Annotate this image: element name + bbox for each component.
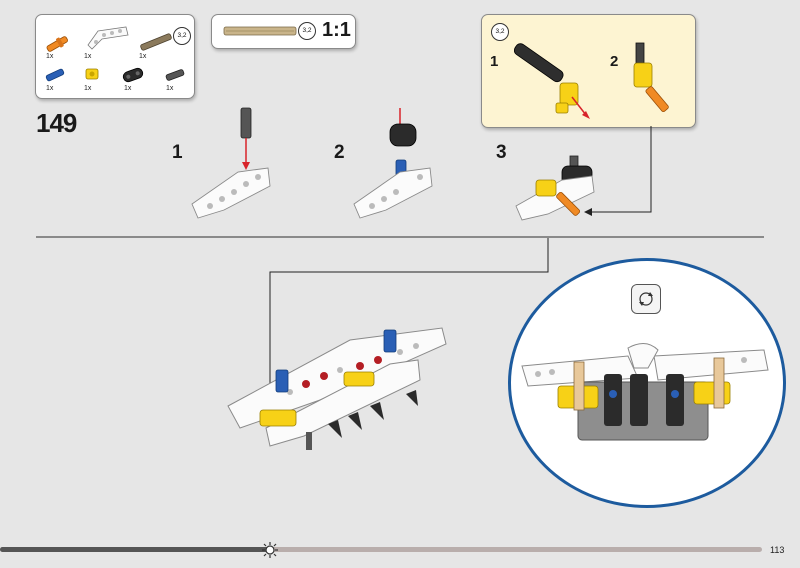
step-number: 149 [36, 108, 77, 138]
black-beam-icon [122, 67, 144, 83]
substep-number: 3 [496, 142, 507, 163]
progress-fill [0, 547, 270, 552]
parts-list-box: 3,2 1x 1x 1x 1x 1x 1x 1x [35, 14, 195, 99]
qty-label: 1x [166, 85, 174, 92]
callout-assembly-1 [513, 43, 590, 119]
qty-label: 1x [46, 53, 54, 60]
main-assembly [227, 327, 447, 450]
dark-tan-axle-icon [140, 33, 172, 51]
blue-axle-pin-icon [45, 68, 65, 82]
yellow-connector-icon [85, 68, 99, 80]
callout-assembly-2 [633, 42, 669, 113]
zoomed-detail-assembly [521, 343, 769, 441]
progress-track [0, 547, 762, 552]
substep-number: 1 [172, 142, 183, 163]
axle-scale-icon [223, 26, 297, 36]
qty-label: 1x [46, 85, 54, 92]
substep-3-assembly [515, 155, 595, 221]
axle-length-badge: 3,2 [173, 27, 191, 45]
qty-label: 1x [124, 85, 132, 92]
qty-label: 1x [84, 85, 92, 92]
scale-box: 3,2 1:1 [211, 14, 356, 49]
progress-marker-icon [262, 542, 278, 558]
substep-2-assembly [353, 108, 433, 219]
scale-label: 1:1 [322, 19, 351, 41]
page-number: 113 [770, 545, 785, 555]
callout-substep-number: 1 [490, 53, 499, 70]
axle-length-badge: 3,2 [298, 22, 316, 40]
qty-label: 1x [139, 53, 147, 60]
substep-1-assembly [191, 107, 271, 219]
orange-pin-icon [46, 36, 68, 52]
white-bent-beam-icon [87, 26, 129, 50]
substep-number: 2 [334, 142, 345, 163]
qty-label: 1x [84, 53, 92, 60]
axle-length-badge: 3,2 [491, 23, 509, 41]
rotate-model-icon [631, 284, 661, 314]
callout-substep-number: 2 [610, 53, 619, 70]
section-divider [36, 236, 764, 238]
grey-pin-icon [165, 69, 185, 81]
rotate-arrows-icon [639, 292, 653, 306]
sub-assembly-callout: 3,2 1 2 [481, 14, 696, 128]
